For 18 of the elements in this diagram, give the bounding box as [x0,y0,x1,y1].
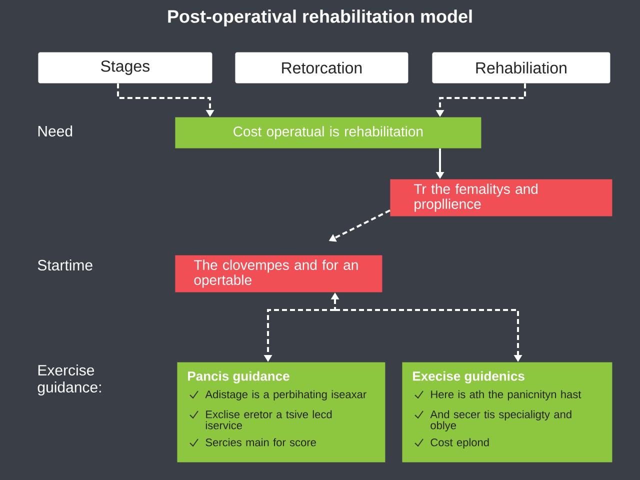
guidance-card: Execise guidenics Here is ath the panicnityn hast And secer tis specialigty and oblye Cost eplond [402,362,612,462]
process-box: Tr the femalitys and propllience [390,179,612,216]
bullet-text: Exclise eretor a tsive lecd iservice [206,410,332,430]
stage-box: Retorcation [235,52,408,84]
title: Post-operatival rehabilitation model [168,10,472,26]
process-box: Cost operatual is rehabilitation [175,117,482,148]
row-label: Startime [38,260,92,270]
bullet-text: Adistage is a perbihating iseaxar [205,390,366,400]
row-label: Need [38,126,72,136]
process-box: The clovempes and for an opertable [175,255,382,292]
bullet-text: And secer tis specialigty and oblye [430,410,572,432]
bullet-text: Here is ath the panicnityn hast [431,390,582,400]
row-label: Exercise guidance: [38,364,101,396]
bullet-text: Cost eplond [430,438,489,448]
stage-box: Rehabiliation [432,52,610,84]
bullet-text: Sercies main for score [206,438,316,446]
guidance-card: Pancis guidance Adistage is a perbihating iseaxar Exclise eretor a tsive lecd iservice Sercies main for score [177,362,386,462]
stage-box: Stages [38,52,212,84]
